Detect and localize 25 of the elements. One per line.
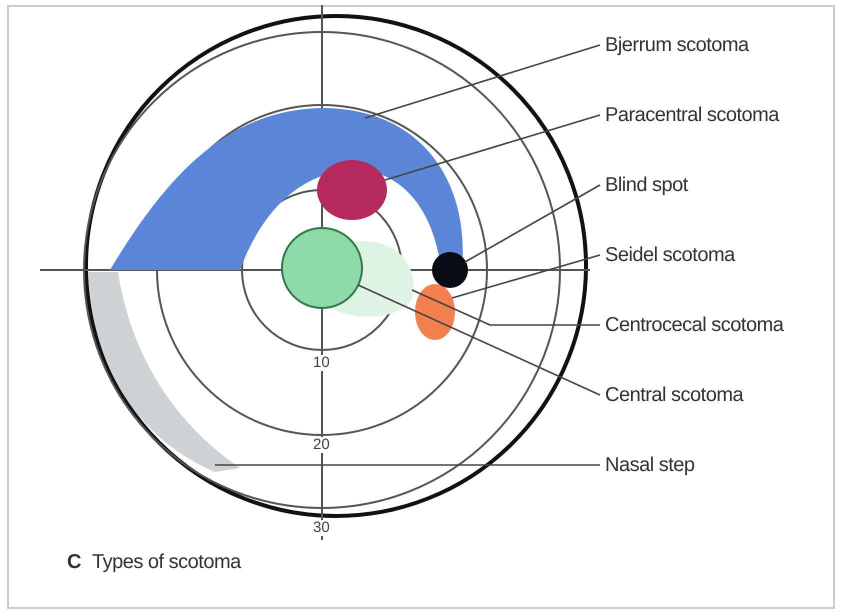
arc-band xyxy=(110,108,463,270)
leader-line xyxy=(464,184,600,263)
leader-line xyxy=(384,114,600,181)
pale-patch xyxy=(329,241,414,317)
leader-line xyxy=(364,44,600,119)
part-label: Central scotoma xyxy=(605,383,744,407)
caption: Types of scotoma xyxy=(92,550,241,574)
oval-spot xyxy=(317,160,387,220)
part-label: Nasal step xyxy=(605,453,694,477)
crescent-band xyxy=(88,272,240,472)
scale-number: 20 xyxy=(312,437,331,453)
leader-line xyxy=(358,284,600,396)
part-label: Bjerrum scotoma xyxy=(605,33,749,57)
circle-patch xyxy=(281,227,363,309)
scale-number: 30 xyxy=(312,520,331,536)
part-label: Centrocecal scotoma xyxy=(605,313,784,337)
part-label: Paracentral scotoma xyxy=(605,103,779,127)
part-label: Seidel scotoma xyxy=(605,243,735,267)
oval-patch xyxy=(415,284,455,340)
leader-line xyxy=(215,464,600,466)
round-spot xyxy=(432,252,468,288)
part-label: Blind spot xyxy=(605,173,688,197)
scale-number: 10 xyxy=(312,355,331,371)
leader-line xyxy=(452,254,600,299)
leader-line xyxy=(412,289,600,326)
